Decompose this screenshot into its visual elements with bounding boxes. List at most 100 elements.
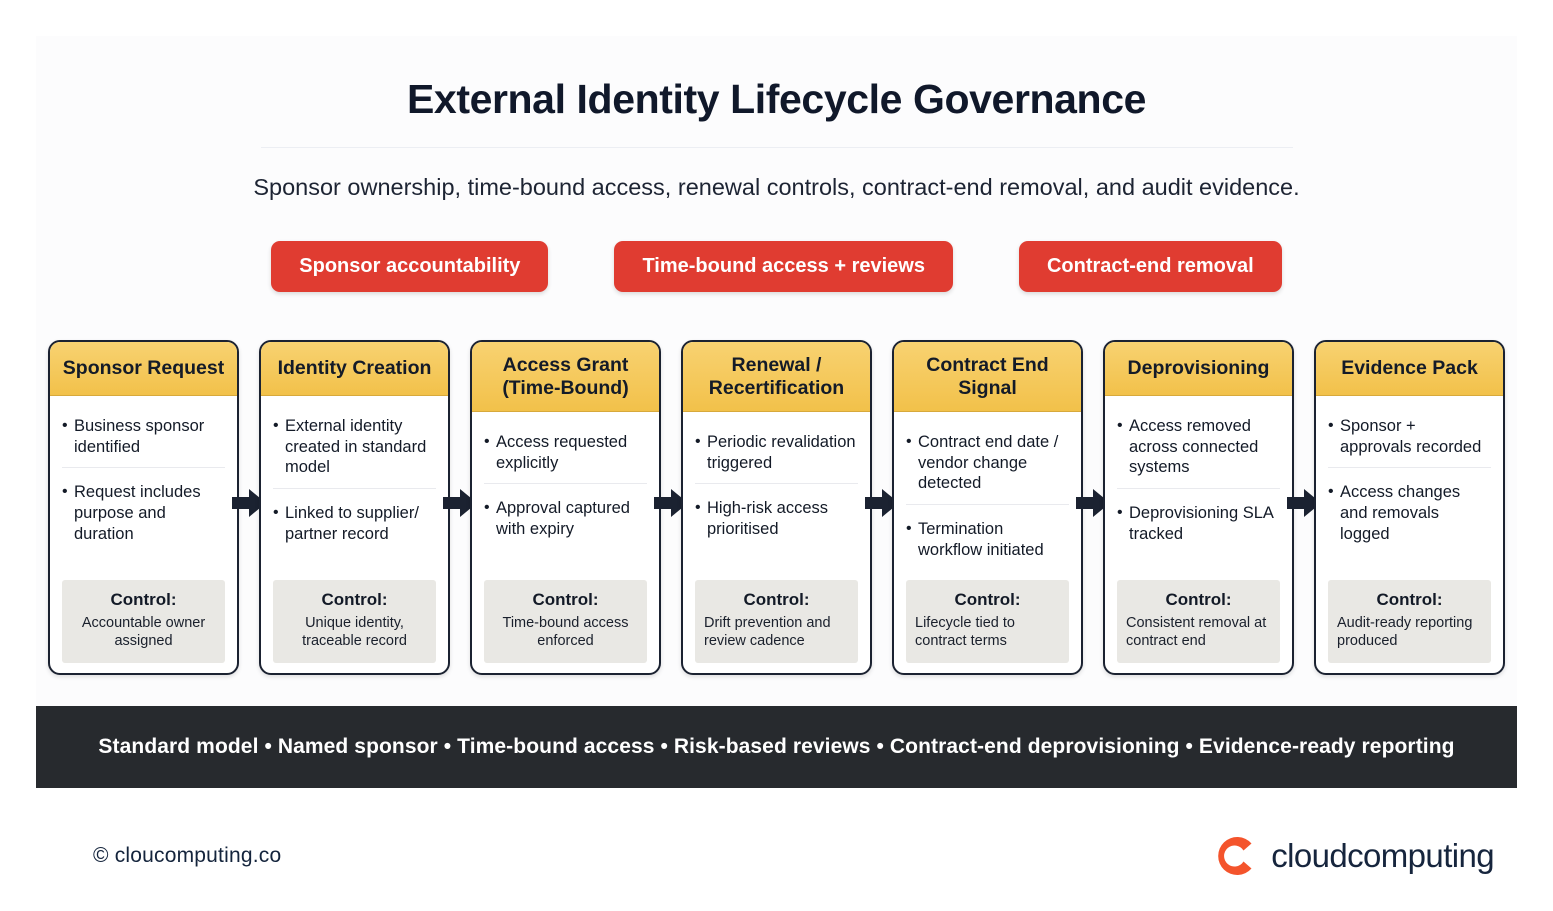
stage-bullets: • Periodic revalidation triggered • High…	[695, 428, 858, 570]
brand-lockup: cloudcomputing	[1211, 833, 1517, 879]
stage-bullet: • Periodic revalidation triggered	[695, 428, 858, 483]
stage-bullet: • Business sponsor identified	[62, 412, 225, 467]
stage-control-box: Control: Lifecycle tied to contract term…	[906, 580, 1069, 663]
stage-body: • Access requested explicitly • Approval…	[472, 412, 659, 672]
flow-connector	[1287, 340, 1321, 675]
stage-card-evidence-pack[interactable]: Evidence Pack • Sponsor + approvals reco…	[1314, 340, 1505, 675]
bullet-text: Linked to supplier/ partner record	[285, 503, 419, 543]
highlight-pill-row: Sponsor accountability Time-bound access…	[36, 241, 1517, 292]
bullet-text: Deprovisioning SLA tracked	[1129, 503, 1274, 543]
stage-card-access-grant[interactable]: Access Grant (Time-Bound) • Access reque…	[470, 340, 661, 675]
stage-title: Identity Creation	[261, 342, 448, 396]
control-text: Audit-ready reporting produced	[1337, 615, 1473, 650]
summary-keyline-text: Standard model • Named sponsor • Time-bo…	[98, 735, 1455, 758]
page-subtitle: Sponsor ownership, time-bound access, re…	[253, 174, 1300, 200]
stage-body: • External identity created in standard …	[261, 396, 448, 673]
flow-connector	[654, 340, 688, 675]
title-divider	[260, 147, 1293, 148]
bullet-dot-icon: •	[1328, 417, 1334, 434]
cloudcomputing-c-logo-icon	[1215, 837, 1252, 875]
control-label: Control:	[321, 590, 388, 610]
pill-sponsor-accountability[interactable]: Sponsor accountability	[271, 241, 549, 292]
bullet-text: Access changes and removals logged	[1340, 483, 1461, 543]
stage-card-renewal-recertification[interactable]: Renewal / Recertification • Periodic rev…	[681, 340, 872, 675]
lifecycle-flow: Sponsor Request • Business sponsor ident…	[36, 340, 1517, 675]
bullet-text: Contract end date / vendor change detect…	[918, 433, 1059, 493]
stage-bullet: • Access requested explicitly	[484, 428, 647, 483]
control-label: Control:	[743, 590, 810, 610]
page-title: External Identity Lifecycle Governance	[406, 76, 1147, 122]
bullet-dot-icon: •	[62, 483, 68, 501]
stage-bullet: • External identity created in standard …	[273, 412, 436, 488]
bullet-text: Access requested explicitly	[496, 433, 628, 472]
control-text: Unique identity, traceable record	[302, 615, 407, 650]
flow-connector	[1076, 340, 1110, 675]
stage-bullets: • Business sponsor identified • Request …	[62, 412, 225, 570]
bullet-dot-icon: •	[1117, 417, 1123, 434]
arrow-right-icon	[443, 489, 477, 517]
stage-control-box: Control: Consistent removal at contract …	[1117, 580, 1280, 663]
control-text: Drift prevention and review cadence	[704, 615, 831, 650]
stage-bullet: • Access removed across connected system…	[1117, 412, 1280, 488]
stage-control-box: Control: Time-bound access enforced	[484, 580, 647, 663]
control-text: Lifecycle tied to contract terms	[915, 615, 1015, 650]
stage-bullet: • Contract end date / vendor change dete…	[906, 428, 1069, 504]
summary-keyline-bar: Standard model • Named sponsor • Time-bo…	[36, 706, 1517, 788]
arrow-right-icon	[1076, 489, 1110, 517]
bullet-text: High-risk access prioritised	[707, 499, 829, 539]
bullet-text: Business sponsor identified	[74, 417, 205, 456]
control-label: Control:	[532, 590, 599, 610]
control-label: Control:	[954, 590, 1021, 610]
stage-bullets: • Access removed across connected system…	[1117, 412, 1280, 570]
control-text: Time-bound access enforced	[502, 615, 629, 650]
stage-bullets: • External identity created in standard …	[273, 412, 436, 570]
stage-body: • Periodic revalidation triggered • High…	[683, 412, 870, 672]
stage-control-box: Control: Accountable owner assigned	[62, 580, 225, 663]
stage-title: Deprovisioning	[1105, 342, 1292, 396]
flow-connector	[443, 340, 477, 675]
stage-title: Renewal / Recertification	[683, 342, 870, 413]
control-label: Control:	[110, 590, 177, 610]
stage-card-sponsor-request[interactable]: Sponsor Request • Business sponsor ident…	[48, 340, 239, 675]
bullet-dot-icon: •	[484, 433, 490, 451]
control-text: Accountable owner assigned	[81, 615, 206, 650]
stage-bullet: • Approval captured with expiry	[484, 483, 647, 549]
stage-body: • Business sponsor identified • Request …	[50, 396, 237, 673]
copyright-text: © cloucomputing.co	[93, 844, 282, 867]
stage-control-box: Control: Unique identity, traceable reco…	[273, 580, 436, 663]
stage-bullets: • Sponsor + approvals recorded • Access …	[1328, 412, 1491, 570]
bullet-dot-icon: •	[695, 499, 701, 517]
bullet-text: Termination workflow initiated	[918, 520, 1044, 559]
bullet-text: Access removed across connected systems	[1129, 417, 1259, 477]
stage-bullet: • Termination workflow initiated	[906, 504, 1069, 570]
stage-bullets: • Contract end date / vendor change dete…	[906, 428, 1069, 570]
pill-time-bound-access-reviews[interactable]: Time-bound access + reviews	[614, 241, 953, 292]
infographic-panel: External Identity Lifecycle Governance S…	[36, 36, 1517, 788]
stage-bullet: • Linked to supplier/ partner record	[273, 487, 436, 554]
stage-bullets: • Access requested explicitly • Approval…	[484, 428, 647, 570]
stage-title: Evidence Pack	[1316, 342, 1503, 396]
stage-bullet: • Deprovisioning SLA tracked	[1117, 487, 1280, 554]
stage-card-contract-end-signal[interactable]: Contract End Signal • Contract end date …	[892, 340, 1083, 675]
flow-connector	[865, 340, 899, 675]
page-footer: © cloucomputing.co cloudcomputing	[36, 820, 1517, 892]
stage-title: Access Grant (Time-Bound)	[472, 342, 659, 413]
stage-card-deprovisioning[interactable]: Deprovisioning • Access removed across c…	[1103, 340, 1294, 675]
bullet-text: Request includes purpose and duration	[74, 483, 201, 543]
stage-card-identity-creation[interactable]: Identity Creation • External identity cr…	[259, 340, 450, 675]
bullet-dot-icon: •	[62, 417, 68, 434]
control-label: Control:	[1376, 590, 1443, 610]
stage-control-box: Control: Audit-ready reporting produced	[1328, 580, 1491, 663]
stage-control-box: Control: Drift prevention and review cad…	[695, 580, 858, 663]
bullet-dot-icon: •	[1328, 483, 1334, 501]
bullet-text: Periodic revalidation triggered	[707, 433, 856, 472]
bullet-dot-icon: •	[273, 417, 279, 434]
stage-bullet: • High-risk access prioritised	[695, 483, 858, 549]
pill-contract-end-removal[interactable]: Contract-end removal	[1018, 241, 1282, 292]
arrow-right-icon	[865, 489, 899, 517]
control-label: Control:	[1165, 590, 1232, 610]
flow-connector	[232, 340, 266, 675]
bullet-dot-icon: •	[484, 499, 490, 517]
stage-title: Contract End Signal	[894, 342, 1081, 413]
stage-bullet: • Request includes purpose and duration	[62, 467, 225, 554]
